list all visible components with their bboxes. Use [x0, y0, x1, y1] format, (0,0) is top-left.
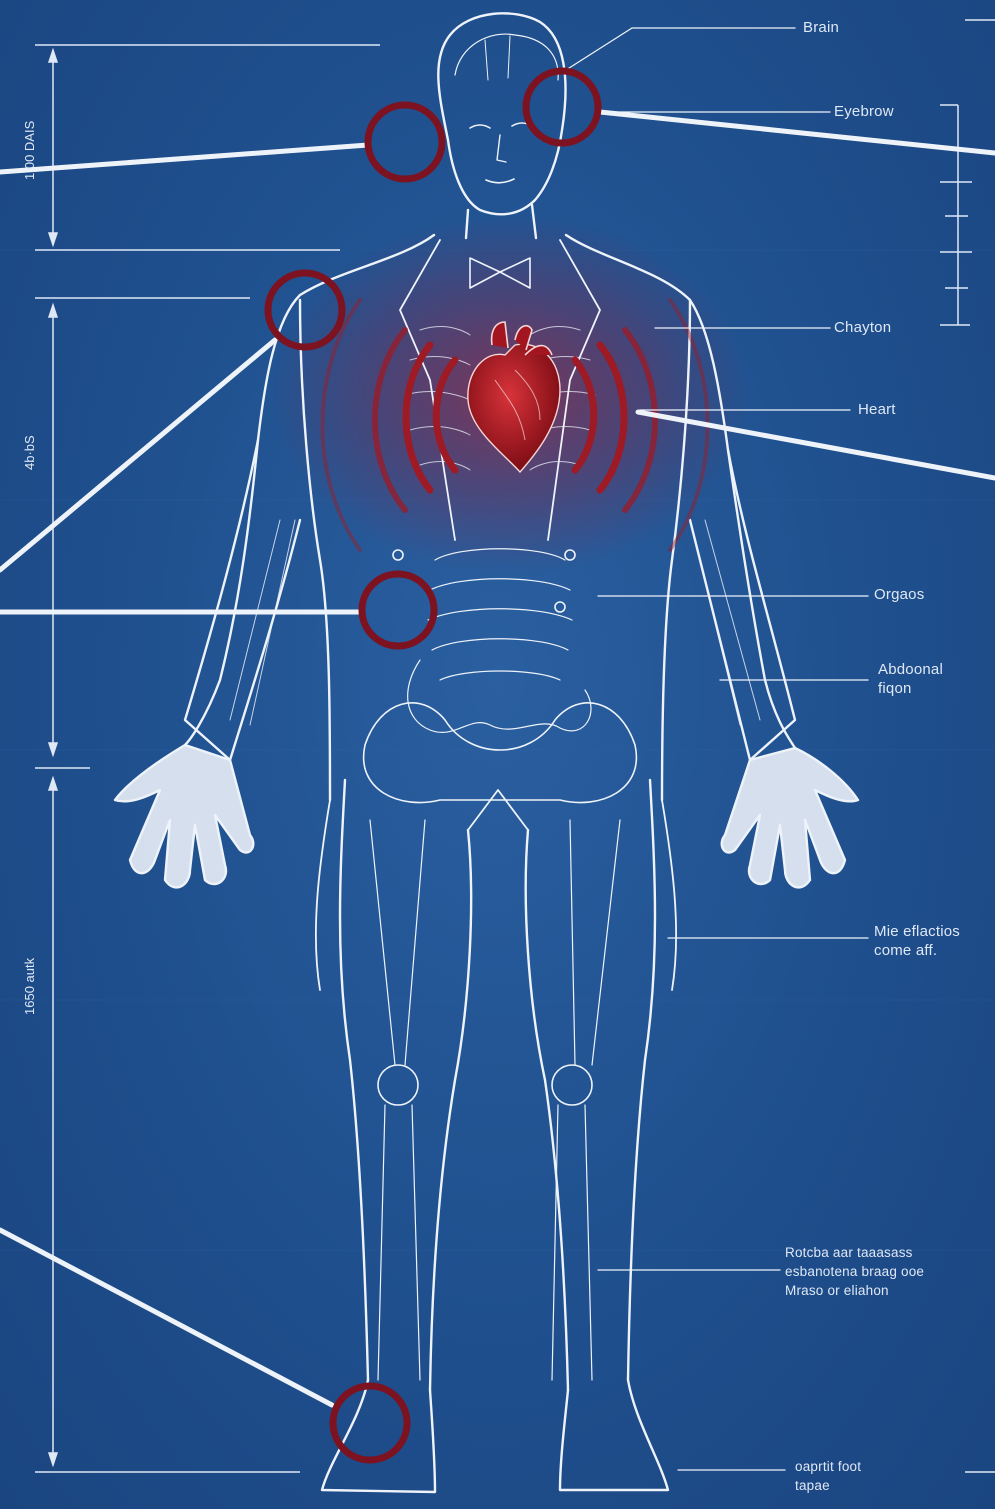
label-foot: oaprtit foot tapae [795, 1457, 861, 1495]
label-heart: Heart [858, 400, 896, 419]
dim-head-label: 1.00 DAIS [22, 121, 37, 180]
label-organs: Orgaos [874, 585, 924, 604]
ring-eyebrow-left [368, 105, 442, 179]
dim-torso-label: 4b·bS [22, 435, 37, 470]
label-chayton: Chayton [834, 318, 891, 337]
dim-legs-label: 1650 autk [22, 958, 37, 1015]
label-eyebrow: Eyebrow [834, 102, 894, 121]
right-ruler [940, 20, 995, 1472]
label-misc: Mie eflactios come aff. [874, 922, 960, 960]
right-foot [560, 1380, 668, 1490]
label-lower-leg: Rotcba aar taaasass esbanotena braag ooe… [785, 1243, 924, 1300]
label-abdominal: Abdoonal fiqon [878, 660, 943, 698]
right-hand [722, 748, 858, 887]
label-brain: Brain [803, 18, 839, 37]
ring-foot [333, 1386, 407, 1460]
left-hand [115, 745, 253, 887]
ring-abdomen [362, 574, 434, 646]
